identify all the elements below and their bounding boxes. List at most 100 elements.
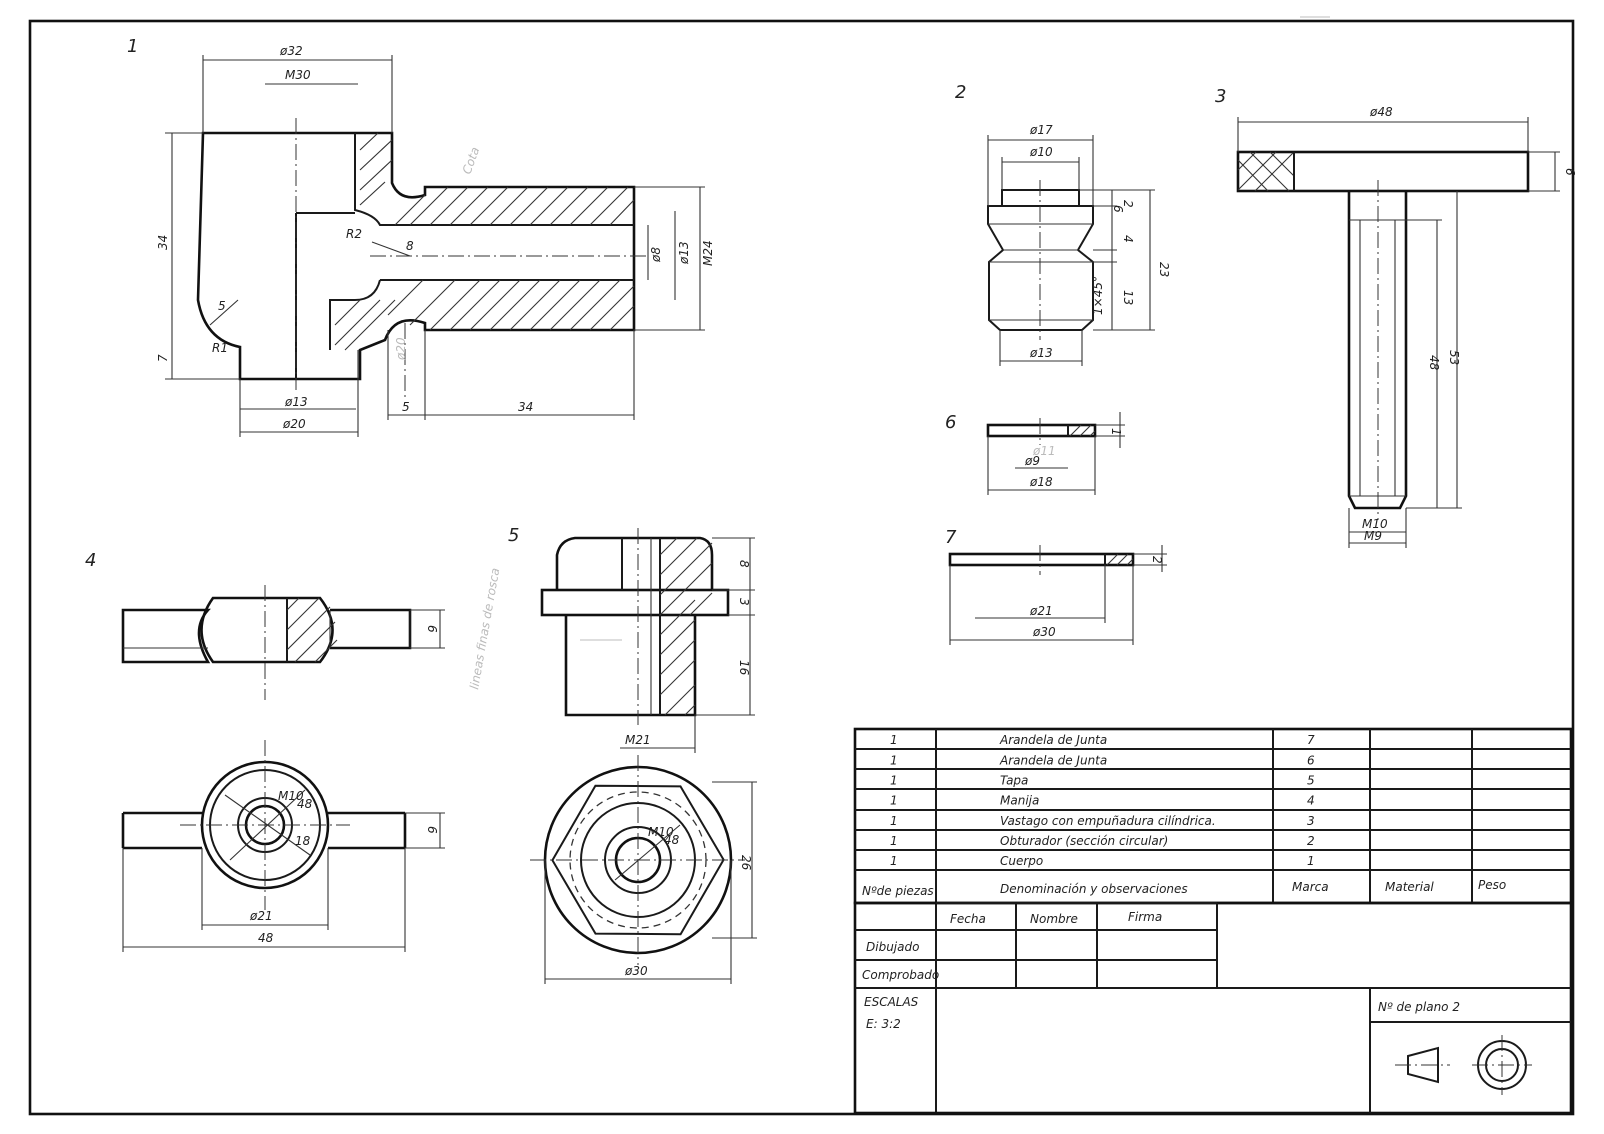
svg-text:2: 2 — [955, 82, 966, 103]
part-3-stem: 3 ø48 6 48 53 M10 M9 — [1215, 86, 1577, 548]
svg-text:2: 2 — [1121, 200, 1135, 208]
svg-text:ø13: ø13 — [284, 395, 308, 409]
svg-text:ø17: ø17 — [1029, 123, 1053, 137]
svg-text:3: 3 — [1215, 86, 1226, 107]
svg-text:R1: R1 — [212, 341, 228, 355]
svg-text:6: 6 — [1111, 205, 1125, 213]
part-6-washer: 6 1 ø11 ø9 ø18 — [945, 412, 1125, 495]
svg-text:34: 34 — [156, 235, 170, 250]
bom-mark: 1 — [1307, 854, 1315, 868]
svg-text:Dibujado: Dibujado — [866, 940, 919, 954]
bom-mark: 6 — [1307, 753, 1315, 767]
bom-mark: 3 — [1307, 814, 1315, 828]
bom-qty: 1 — [890, 834, 898, 848]
svg-text:ø21: ø21 — [1029, 604, 1053, 618]
svg-text:ø21: ø21 — [249, 909, 273, 923]
svg-text:6: 6 — [425, 826, 439, 834]
bom-mark: 7 — [1307, 733, 1315, 747]
svg-text:M21: M21 — [625, 733, 651, 747]
svg-text:1×45°: 1×45° — [1091, 276, 1105, 315]
svg-text:M30: M30 — [285, 68, 311, 82]
svg-text:Denominación y observaciones: Denominación y observaciones — [1000, 882, 1188, 896]
bom-name: Vastago con empuñadura cilíndrica. — [1000, 814, 1216, 828]
svg-text:Cota: Cota — [460, 145, 483, 176]
svg-text:ø13: ø13 — [677, 241, 691, 265]
svg-text:4: 4 — [1121, 235, 1135, 243]
svg-text:1: 1 — [1109, 428, 1123, 436]
svg-text:lineas finas de rosca: lineas finas de rosca — [467, 567, 502, 691]
part-1-number: 1 — [127, 36, 138, 57]
svg-text:34: 34 — [518, 400, 533, 414]
svg-text:Nº de plano 2: Nº de plano 2 — [1378, 1000, 1460, 1014]
svg-text:ø8: ø8 — [649, 247, 663, 263]
svg-text:ø20: ø20 — [282, 417, 306, 431]
svg-text:53: 53 — [1447, 350, 1461, 365]
svg-text:M10: M10 — [278, 789, 304, 803]
bom-qty: 1 — [890, 794, 898, 808]
bom-mark: 2 — [1307, 834, 1315, 848]
svg-text:Material: Material — [1385, 880, 1434, 894]
bom-qty: 1 — [890, 814, 898, 828]
svg-text:48: 48 — [1427, 355, 1441, 371]
svg-text:5: 5 — [402, 400, 410, 414]
bom-mark: 5 — [1307, 773, 1315, 787]
svg-text:13: 13 — [1121, 290, 1135, 305]
svg-text:48: 48 — [664, 833, 680, 847]
part-2-plug: 2 ø17 ø10 ø13 2 6 4 23 13 1×45° — [955, 82, 1171, 366]
part-7-washer: 7 2 ø21 ø30 — [945, 527, 1167, 645]
svg-text:Comprobado: Comprobado — [862, 968, 939, 982]
svg-text:48: 48 — [258, 931, 274, 945]
svg-text:23: 23 — [1157, 262, 1171, 277]
svg-text:ø30: ø30 — [624, 964, 648, 978]
sheet-border — [28, 19, 1575, 1116]
bom-name: Arandela de Junta — [999, 733, 1107, 747]
svg-text:ø10: ø10 — [1029, 145, 1053, 159]
svg-text:Fecha: Fecha — [950, 912, 986, 926]
svg-text:E: 3:2: E: 3:2 — [866, 1017, 901, 1031]
bom-qty: 1 — [890, 733, 898, 747]
svg-text:3: 3 — [737, 598, 751, 606]
svg-text:6: 6 — [425, 625, 439, 633]
svg-text:Nºde piezas: Nºde piezas — [862, 884, 934, 898]
part-1-body: 1 ø32 — [127, 36, 715, 437]
svg-text:M24: M24 — [701, 240, 715, 266]
bom-name: Cuerpo — [1000, 854, 1043, 868]
bom-name: Manija — [1000, 794, 1039, 808]
svg-text:5: 5 — [508, 525, 519, 546]
svg-text:ø13: ø13 — [1029, 346, 1053, 360]
part-4-handle: 4 6 M10 48 18 6 ø21 — [85, 550, 445, 952]
title-block: Fecha Nombre Firma Dibujado Comprobado E… — [853, 901, 1573, 1115]
svg-text:Peso: Peso — [1478, 878, 1506, 892]
bom-qty: 1 — [890, 773, 898, 787]
svg-text:Firma: Firma — [1128, 910, 1162, 924]
part-5-cap: 5 8 3 16 M21 lineas finas de rosca — [467, 525, 757, 984]
projection-symbol-cone — [1407, 1046, 1439, 1084]
svg-text:ø11: ø11 — [1032, 444, 1056, 458]
svg-text:R2: R2 — [346, 227, 362, 241]
bom-qty: 1 — [890, 854, 898, 868]
svg-text:8: 8 — [737, 560, 751, 568]
svg-text:ø9: ø9 — [1024, 454, 1040, 468]
svg-text:5: 5 — [218, 299, 226, 313]
bom-name: Obturador (sección circular) — [1000, 834, 1168, 848]
svg-text:6: 6 — [1563, 168, 1577, 176]
svg-text:ø32: ø32 — [279, 44, 303, 58]
bom-name: Tapa — [1000, 773, 1028, 787]
svg-text:Marca: Marca — [1292, 880, 1329, 894]
svg-text:7: 7 — [156, 354, 170, 362]
svg-text:2: 2 — [1150, 556, 1164, 564]
svg-text:ø30: ø30 — [1032, 625, 1056, 639]
svg-text:M10: M10 — [648, 825, 674, 839]
bom-qty: 1 — [890, 753, 898, 767]
svg-text:4: 4 — [85, 550, 96, 571]
svg-text:ø20: ø20 — [394, 337, 408, 361]
svg-text:8: 8 — [406, 239, 414, 253]
svg-text:16: 16 — [737, 660, 751, 676]
bom-mark: 4 — [1307, 794, 1315, 808]
svg-text:ø48: ø48 — [1369, 105, 1393, 119]
svg-text:6: 6 — [945, 412, 956, 433]
bom-name: Arandela de Junta — [999, 753, 1107, 767]
svg-text:ø18: ø18 — [1029, 475, 1053, 489]
